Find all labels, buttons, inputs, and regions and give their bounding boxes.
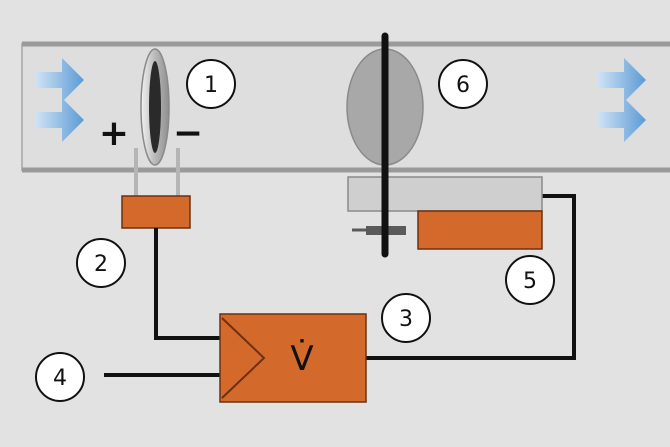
- damper: [346, 32, 424, 258]
- duct-body: [21, 43, 670, 171]
- pressure-transducer: [121, 195, 191, 229]
- airflow-arrows: [36, 58, 646, 142]
- callout-number: 2: [94, 252, 108, 277]
- callout-5: 5: [505, 255, 555, 305]
- callout-3: 3: [381, 293, 431, 343]
- callout-circle: [438, 59, 488, 109]
- callout-circle: [186, 59, 236, 109]
- wire-controller-to-actuator: [366, 194, 576, 360]
- callout-circle: [381, 293, 431, 343]
- air-duct: [21, 41, 670, 173]
- airflow-arrow-icon: [36, 58, 84, 102]
- callout-4: 4: [35, 352, 85, 402]
- positive-sign: +: [99, 113, 129, 154]
- airflow-arrow-icon: [598, 58, 646, 102]
- callout-6: 6: [438, 59, 488, 109]
- airflow-arrow-icon: [598, 98, 646, 142]
- callout-circle: [505, 255, 555, 305]
- flow-sensor: + −: [99, 48, 203, 198]
- callout-number: 6: [456, 73, 470, 98]
- negative-sign: −: [173, 113, 203, 154]
- flow-controller: V̇: [219, 313, 367, 403]
- controller-input-chevron: [221, 317, 266, 399]
- callout-2: 2: [76, 238, 126, 288]
- controller-symbol: V̇: [290, 339, 313, 379]
- callout-number: 1: [204, 73, 218, 98]
- actuator-motor: [417, 210, 543, 250]
- callout-number: 3: [399, 307, 413, 332]
- signal-wires: [104, 194, 576, 377]
- controller-box: [219, 313, 367, 403]
- sensor-core: [149, 61, 161, 153]
- callout-number: 4: [53, 366, 67, 391]
- actuator-mount-plate: [347, 176, 543, 212]
- callout-circle: [76, 238, 126, 288]
- callout-1: 1: [186, 59, 236, 109]
- callout-circle: [35, 352, 85, 402]
- airflow-arrow-icon: [36, 98, 84, 142]
- callout-number: 5: [523, 269, 537, 294]
- wire-transducer-to-controller: [154, 228, 222, 340]
- damper-actuator: [347, 176, 543, 250]
